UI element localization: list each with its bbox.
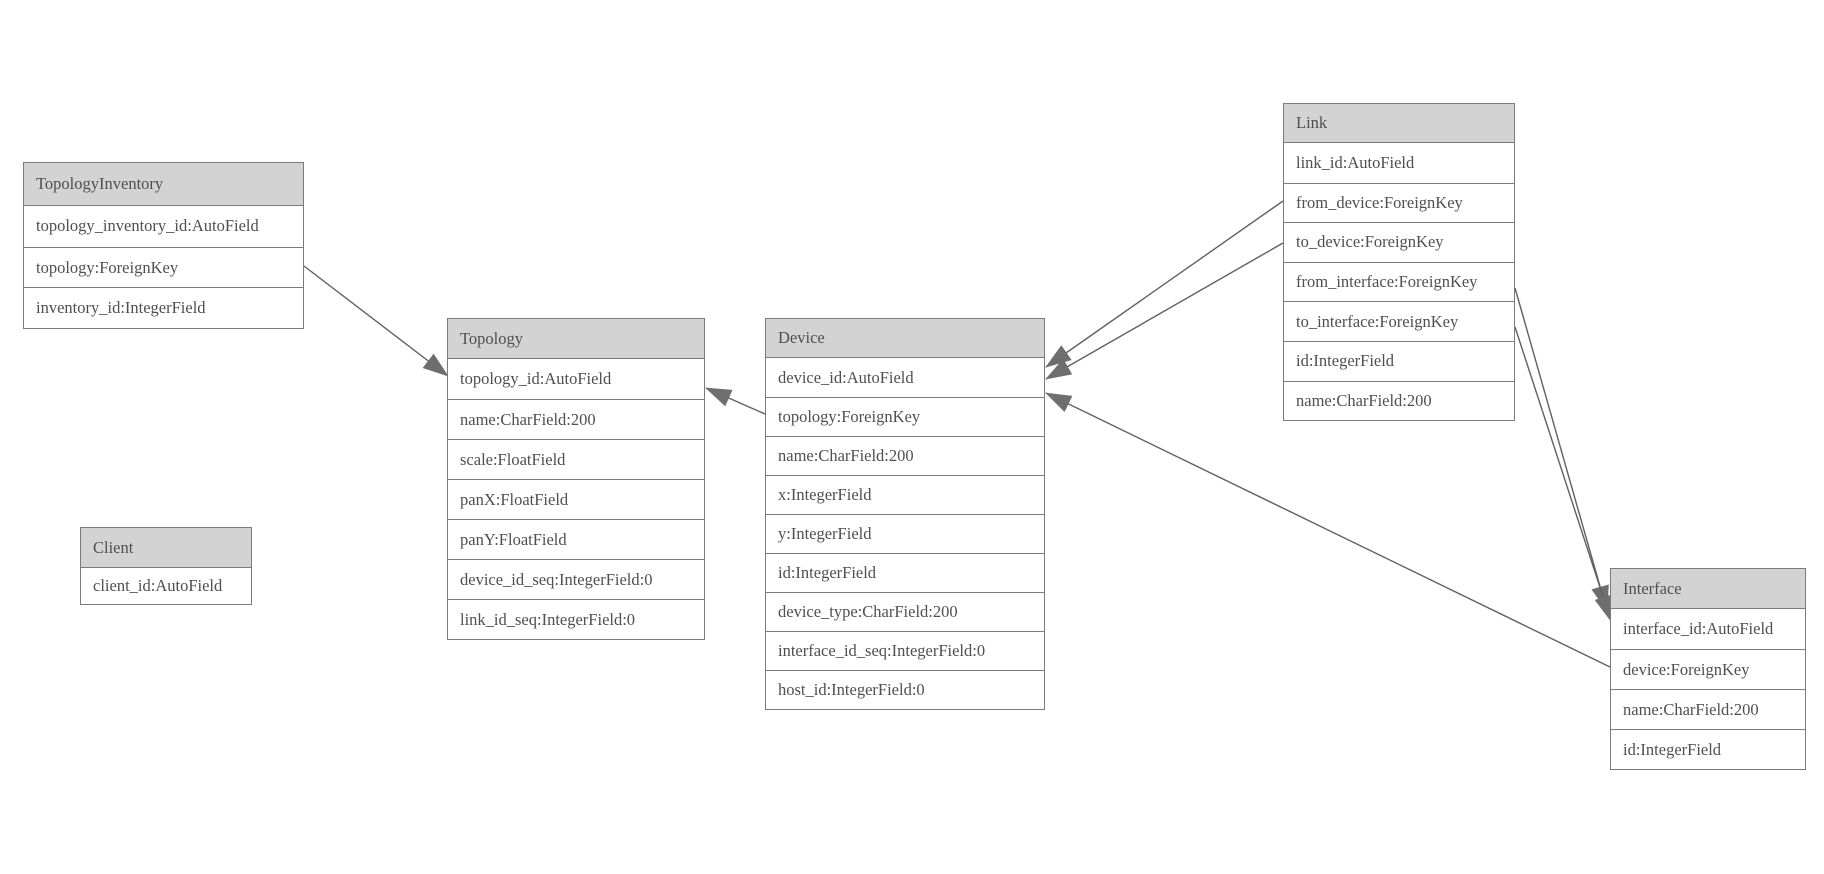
- field-row: id:IntegerField: [1284, 340, 1514, 381]
- field-row: topology:ForeignKey: [766, 397, 1044, 436]
- entity-title: Interface: [1611, 569, 1805, 609]
- field-row: panX:FloatField: [448, 479, 704, 519]
- field-row: link_id_seq:IntegerField:0: [448, 599, 704, 639]
- field-row: to_device:ForeignKey: [1284, 222, 1514, 262]
- edge-interface-device: [1045, 392, 1611, 668]
- field-row: name:CharField:200: [1284, 380, 1514, 421]
- field-row: scale:FloatField: [448, 439, 704, 479]
- field-row: interface_id:AutoField: [1611, 609, 1805, 649]
- edge-topologyinventory-topology: [303, 265, 449, 377]
- edge-link-to-device: [1045, 242, 1284, 380]
- field-row: device_type:CharField:200: [766, 592, 1044, 631]
- field-row: from_interface:ForeignKey: [1284, 261, 1514, 302]
- field-row: panY:FloatField: [448, 519, 704, 559]
- field-row: x:IntegerField: [766, 475, 1044, 514]
- field-row: device:ForeignKey: [1611, 649, 1805, 689]
- field-row: link_id:AutoField: [1284, 143, 1514, 183]
- field-row: inventory_id:IntegerField: [24, 287, 303, 329]
- field-row: name:CharField:200: [448, 399, 704, 439]
- field-row: from_device:ForeignKey: [1284, 182, 1514, 223]
- entity-title: Link: [1284, 104, 1514, 143]
- edge-device-topology: [705, 387, 766, 415]
- entity-title: TopologyInventory: [24, 163, 303, 206]
- field-row: client_id:AutoField: [81, 568, 251, 604]
- edge-link-from-device: [1045, 200, 1284, 368]
- entity-title: Topology: [448, 319, 704, 359]
- field-row: name:CharField:200: [1611, 689, 1805, 729]
- field-row: device_id_seq:IntegerField:0: [448, 559, 704, 599]
- edge-link-from-interface: [1514, 287, 1609, 612]
- entity-title: Client: [81, 528, 251, 568]
- field-row: host_id:IntegerField:0: [766, 670, 1044, 709]
- field-row: name:CharField:200: [766, 436, 1044, 475]
- edge-link-to-interface: [1514, 326, 1612, 622]
- entity-title: Device: [766, 319, 1044, 358]
- field-row: topology:ForeignKey: [24, 246, 303, 288]
- field-row: topology_inventory_id:AutoField: [24, 206, 303, 247]
- field-row: interface_id_seq:IntegerField:0: [766, 631, 1044, 670]
- field-row: y:IntegerField: [766, 514, 1044, 553]
- field-row: topology_id:AutoField: [448, 359, 704, 399]
- field-row: to_interface:ForeignKey: [1284, 301, 1514, 341]
- field-row: id:IntegerField: [1611, 729, 1805, 769]
- field-row: device_id:AutoField: [766, 358, 1044, 397]
- field-row: id:IntegerField: [766, 553, 1044, 592]
